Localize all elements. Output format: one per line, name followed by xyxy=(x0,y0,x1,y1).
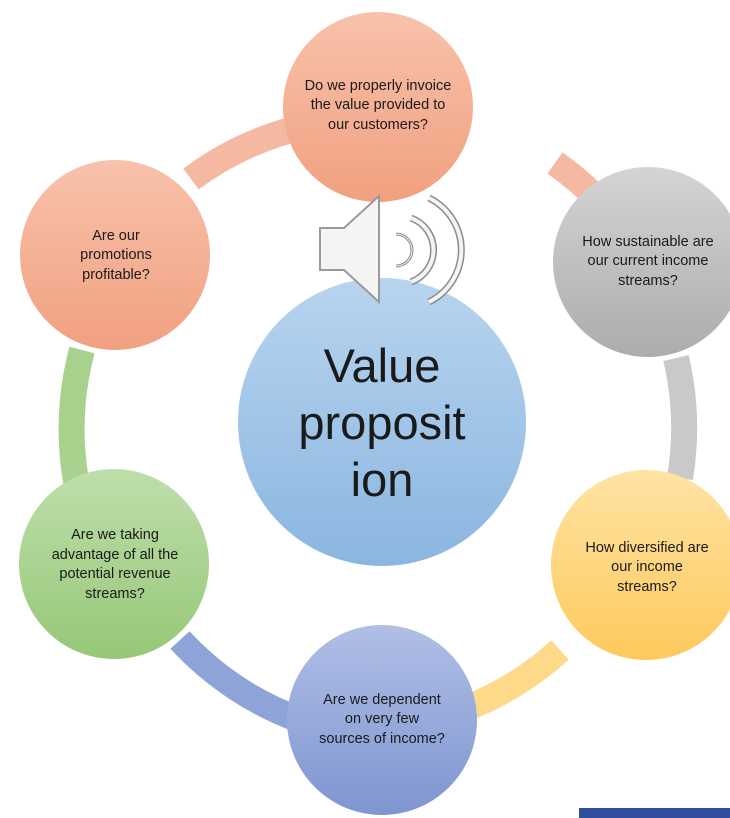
center-circle xyxy=(238,278,526,566)
center-label-line: ion xyxy=(350,452,414,506)
ring-arc-sustainability-diversification xyxy=(663,355,698,481)
slide-accent-bar xyxy=(579,808,730,818)
node-label-revenue: Are we taking advantage of all the poten… xyxy=(51,527,179,602)
ring-arc-diversification-dependence xyxy=(457,640,569,723)
ring-arc-dependence-revenue xyxy=(170,631,305,733)
node-circle-diversification xyxy=(551,470,730,660)
center-label-line: Value xyxy=(323,338,441,392)
node-label-invoicing: Do we properly invoice the value provide… xyxy=(304,77,452,133)
node-circle-promotions xyxy=(20,160,210,350)
node-label-diversification: How diversified are our income streams? xyxy=(585,539,709,595)
node-label-promotions: Are our promotions profitable? xyxy=(80,227,152,283)
center-label: Value proposit ion xyxy=(262,330,502,514)
node-circle-dependence xyxy=(287,625,477,815)
node-circle-invoicing xyxy=(283,12,473,202)
node-circle-revenue xyxy=(19,469,209,659)
speaker-icon[interactable] xyxy=(319,193,465,306)
node-circle-sustainability xyxy=(553,167,730,357)
node-label-sustainability: How sustainable are our current income s… xyxy=(582,233,714,289)
center-label-line: proposit xyxy=(298,395,466,449)
node-label-dependence: Are we dependent on very few sources of … xyxy=(319,691,445,747)
